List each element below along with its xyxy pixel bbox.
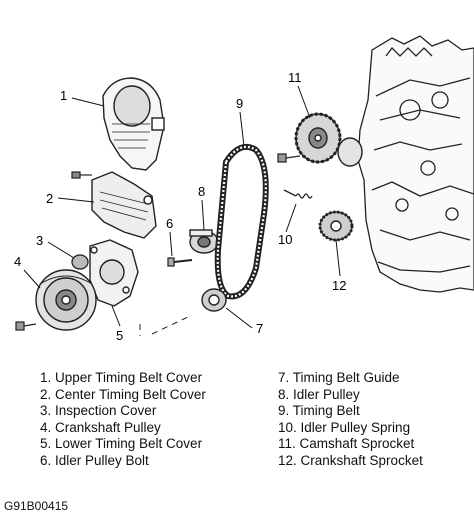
camshaft-sprocket xyxy=(294,112,363,167)
callout-5: 5 xyxy=(116,328,123,343)
callout-12: 12 xyxy=(332,278,346,293)
legend-item: 2. Center Timing Belt Cover xyxy=(40,386,206,402)
legend-item: 4. Crankshaft Pulley xyxy=(40,419,161,435)
legend-item: 7. Timing Belt Guide xyxy=(278,370,400,385)
cam-bolt xyxy=(277,153,301,163)
callout-3: 3 xyxy=(36,233,43,248)
legend-item: 11. Camshaft Sprocket xyxy=(278,436,415,451)
legend-item: 10. Idler Pulley Spring xyxy=(278,419,411,435)
callout-11: 11 xyxy=(288,70,302,85)
center-timing-belt-cover xyxy=(91,171,157,239)
callout-10: 10 xyxy=(278,232,292,247)
upper-timing-belt-cover xyxy=(102,77,165,171)
lower-timing-belt-cover xyxy=(89,239,139,307)
legend-item: 8. Idler Pulley xyxy=(278,386,360,402)
crankshaft-bolt xyxy=(15,321,37,331)
callout-8: 8 xyxy=(198,184,205,199)
engine-block xyxy=(357,35,474,293)
inspection-cover xyxy=(71,254,89,270)
crankshaft-sprocket xyxy=(318,210,354,242)
timing-belt xyxy=(214,144,269,300)
cover-bolt xyxy=(71,171,92,179)
callout-7: 7 xyxy=(256,321,263,336)
callout-2: 2 xyxy=(46,191,53,206)
alignment-lines xyxy=(139,315,191,336)
callout-9: 9 xyxy=(236,96,243,111)
callout-6: 6 xyxy=(166,216,173,231)
crankshaft-pulley xyxy=(35,269,97,331)
callout-4: 4 xyxy=(14,254,21,269)
leader-lines xyxy=(23,85,341,329)
idler-pulley xyxy=(189,229,219,254)
idler-pulley-bolt xyxy=(167,257,193,267)
legend-column-left: 1. Upper Timing Belt Cover 2. Center Tim… xyxy=(40,370,206,469)
legend-column-right: 7. Timing Belt Guide 8. Idler Pulley 9. … xyxy=(278,370,423,469)
callout-1: 1 xyxy=(60,88,67,103)
legend-item: 6. Idler Pulley Bolt xyxy=(40,452,149,468)
legend-item: 1. Upper Timing Belt Cover xyxy=(40,370,203,385)
timing-belt-guide xyxy=(201,288,227,312)
legend-item: 3. Inspection Cover xyxy=(40,403,157,418)
legend-item: 12. Crankshaft Sprocket xyxy=(278,452,423,468)
figure-code: G91B00415 xyxy=(4,499,69,513)
legend-item: 9. Timing Belt xyxy=(278,403,360,418)
legend-item: 5. Lower Timing Belt Cover xyxy=(40,436,203,451)
exploded-parts-diagram: 1 2 3 4 5 6 7 8 9 10 11 12 xyxy=(14,35,474,343)
idler-pulley-spring xyxy=(283,189,313,199)
